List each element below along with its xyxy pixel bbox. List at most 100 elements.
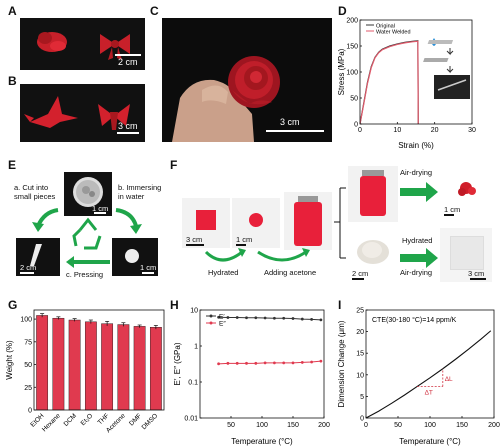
chart-h-point: [291, 361, 295, 365]
photo-e-right-ball: 1 cm: [112, 238, 158, 276]
chart-h-point: [245, 316, 248, 320]
photo-panel-c: 3 cm: [162, 18, 332, 142]
panel-label-h: H: [170, 298, 179, 312]
panel-label-c: C: [150, 4, 159, 18]
pressed-film: [30, 244, 42, 266]
chart-g-bar: [68, 319, 81, 411]
photo-panel-b: 3 cm: [20, 84, 145, 142]
chart-g-category-label: DCM: [63, 412, 78, 427]
chart-h-ytick-label: 1: [194, 344, 198, 351]
chart-i-delta-t-label: ΔT: [425, 389, 433, 396]
chart-i-ytick-label: 20: [356, 329, 364, 336]
photo-f-red-powder: 1 cm: [440, 166, 492, 218]
scale-text-e-left: 2 cm: [20, 263, 37, 272]
chart-h-legend-e-double-prime: E″: [219, 321, 226, 328]
chart-h-point: [310, 317, 313, 321]
red-powder-pile: [458, 182, 476, 196]
chart-g-bar: [117, 324, 130, 411]
scale-bar-f4: [352, 278, 364, 280]
hand-holding-red-rose: [172, 56, 280, 142]
scale-text-a: 2 cm: [118, 57, 138, 67]
chart-h-point: [291, 317, 295, 320]
f-hydrated-label: Hydrated: [208, 268, 239, 277]
chart-i-frame: [365, 309, 495, 419]
chart-h-point: [300, 361, 304, 364]
chart-h-point: [310, 360, 313, 364]
chart-h-point: [263, 316, 267, 320]
scale-bar-e-right: [142, 272, 154, 274]
panel-label-d: D: [338, 4, 347, 18]
arrow-hydrated-air-drying-bottom: [400, 248, 438, 268]
chart-h-frame: [199, 309, 325, 419]
process-cycle-arrows: [32, 208, 142, 268]
chart-h-ytick-label: 0.01: [184, 416, 198, 423]
cut-pieces-dish: [73, 177, 103, 207]
chart-d-ylabel: Stress (MPa): [338, 48, 346, 95]
photo-f-white-powder: 2 cm: [348, 228, 398, 282]
scale-text-e-top: 1 cm: [92, 204, 109, 213]
chart-d-xtick-label: 20: [431, 127, 439, 134]
chart-h-series-0: [218, 316, 321, 321]
chart-i-ytick-label: 10: [356, 372, 364, 379]
scale-bar-a: [115, 54, 141, 56]
chart-h-ytick-label: 10: [190, 308, 198, 315]
chart-i-ytick-label: 5: [360, 394, 364, 401]
photo-e-left-film: 2 cm: [16, 238, 60, 276]
chart-i-delta-l-label: ΔL: [445, 376, 453, 383]
scale-bar-f2: [236, 244, 246, 246]
scale-bar-f3: [444, 214, 454, 216]
chart-d-ytick-label: 100: [346, 70, 358, 77]
scale-text-f2: 1 cm: [236, 235, 253, 244]
chart-h-point: [226, 316, 230, 319]
chart-h-point: [245, 361, 248, 365]
scale-text-f3: 1 cm: [444, 205, 461, 214]
panel-label-f: F: [170, 158, 178, 172]
chart-i-delta-markers: ΔL ΔT: [417, 368, 453, 396]
chart-h-point: [254, 361, 258, 365]
chart-h-point: [273, 316, 276, 320]
chart-g-ytick-label: 75: [24, 339, 32, 346]
scale-bar-f1: [186, 244, 204, 246]
scale-bar-c: [266, 130, 324, 132]
chart-i-ylabel: Dimension Change (μm): [337, 320, 346, 407]
chart-i-xtick-label: 50: [394, 422, 402, 429]
chart-g-ytick-label: 0: [28, 408, 32, 415]
chart-h-point: [319, 359, 323, 363]
chart-h-point: [319, 318, 323, 322]
branch-bracket: [334, 187, 346, 259]
chart-g-ytick-label: 100: [20, 317, 32, 324]
f-air-drying-top-label: Air-drying: [400, 168, 433, 177]
chart-d-frame: [359, 19, 473, 125]
chart-h-ylabel: E′, E″ (GPa): [173, 342, 182, 385]
f-air-drying-bottom-label: Air-drying: [400, 268, 433, 277]
scale-text-f1: 3 cm: [186, 235, 203, 244]
chart-g-ytick-label: 50: [24, 362, 32, 369]
chart-i-xtick-label: 200: [488, 422, 500, 429]
scale-text-e-right: 1 cm: [140, 263, 157, 272]
scale-text-b: 3 cm: [118, 121, 138, 131]
chart-i-xlabel: Temperature (°C): [399, 437, 461, 446]
chart-d-ytick-label: 200: [346, 18, 358, 25]
chart-i-xtick-label: 100: [424, 422, 436, 429]
panel-label-g: G: [8, 298, 18, 312]
chart-i-ytick-label: 25: [356, 308, 364, 315]
photo-panel-a: 2 cm: [20, 18, 145, 70]
chart-d-ytick-label: 150: [346, 44, 358, 51]
chart-d-ytick-label: 50: [350, 96, 358, 103]
chart-i-xtick-label: 0: [364, 422, 368, 429]
chart-i-xtick-label: 150: [456, 422, 468, 429]
chart-d-legend: Original Water Welded: [366, 24, 411, 36]
chart-d-series-0: [359, 40, 419, 125]
chart-h-point: [254, 316, 258, 320]
photo-e-top-pieces: 1 cm: [64, 172, 112, 216]
scale-bar-e-top: [94, 212, 106, 214]
chart-h-xtick-label: 50: [227, 422, 235, 429]
chart-h-series-1: [218, 360, 321, 365]
chart-h-point: [217, 315, 220, 319]
scale-bar-e-left: [20, 272, 34, 274]
chart-g-bar: [133, 326, 146, 411]
photo-f-bottle-top: [348, 166, 398, 222]
step-a-text: a. Cut into small pieces: [14, 183, 56, 201]
